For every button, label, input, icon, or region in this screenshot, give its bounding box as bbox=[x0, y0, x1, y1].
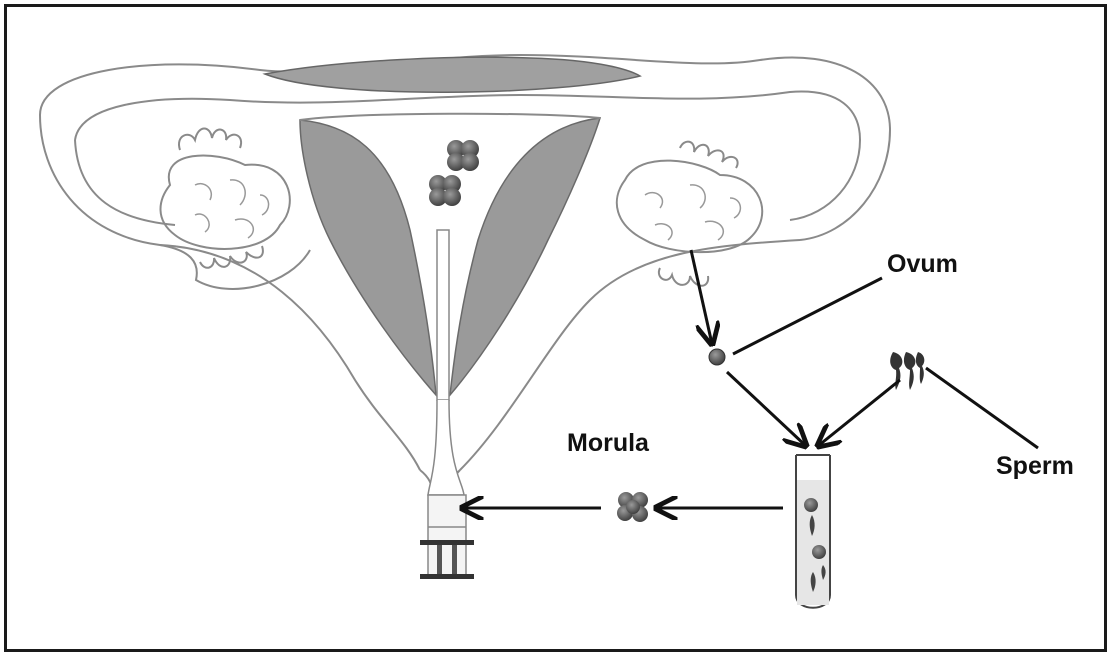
leader-sperm bbox=[926, 368, 1038, 448]
ovum-cell bbox=[709, 349, 725, 365]
uterine-fundus-lining bbox=[265, 57, 640, 92]
transfer-catheter bbox=[420, 230, 474, 579]
label-sperm: Sperm bbox=[996, 452, 1074, 480]
implanted-morula-lower bbox=[429, 175, 461, 206]
test-tube bbox=[796, 455, 830, 608]
label-ovum: Ovum bbox=[887, 250, 958, 278]
implanted-morula-upper bbox=[447, 140, 479, 171]
uterus bbox=[40, 55, 890, 492]
arrow-sperm-to-tube bbox=[818, 380, 900, 446]
right-fimbriae-lower bbox=[659, 268, 708, 286]
morula-embryo bbox=[617, 492, 648, 522]
right-ovary bbox=[617, 161, 762, 253]
label-morula: Morula bbox=[567, 429, 650, 457]
left-fimbriae-upper bbox=[179, 128, 241, 150]
arrow-ovum-to-tube bbox=[727, 372, 806, 446]
left-ovary bbox=[160, 155, 289, 248]
right-fimbriae-upper bbox=[680, 142, 738, 168]
uterine-wall-left bbox=[300, 120, 436, 395]
arrow-ovary-to-ovum bbox=[691, 250, 712, 344]
leader-ovum bbox=[733, 278, 882, 354]
